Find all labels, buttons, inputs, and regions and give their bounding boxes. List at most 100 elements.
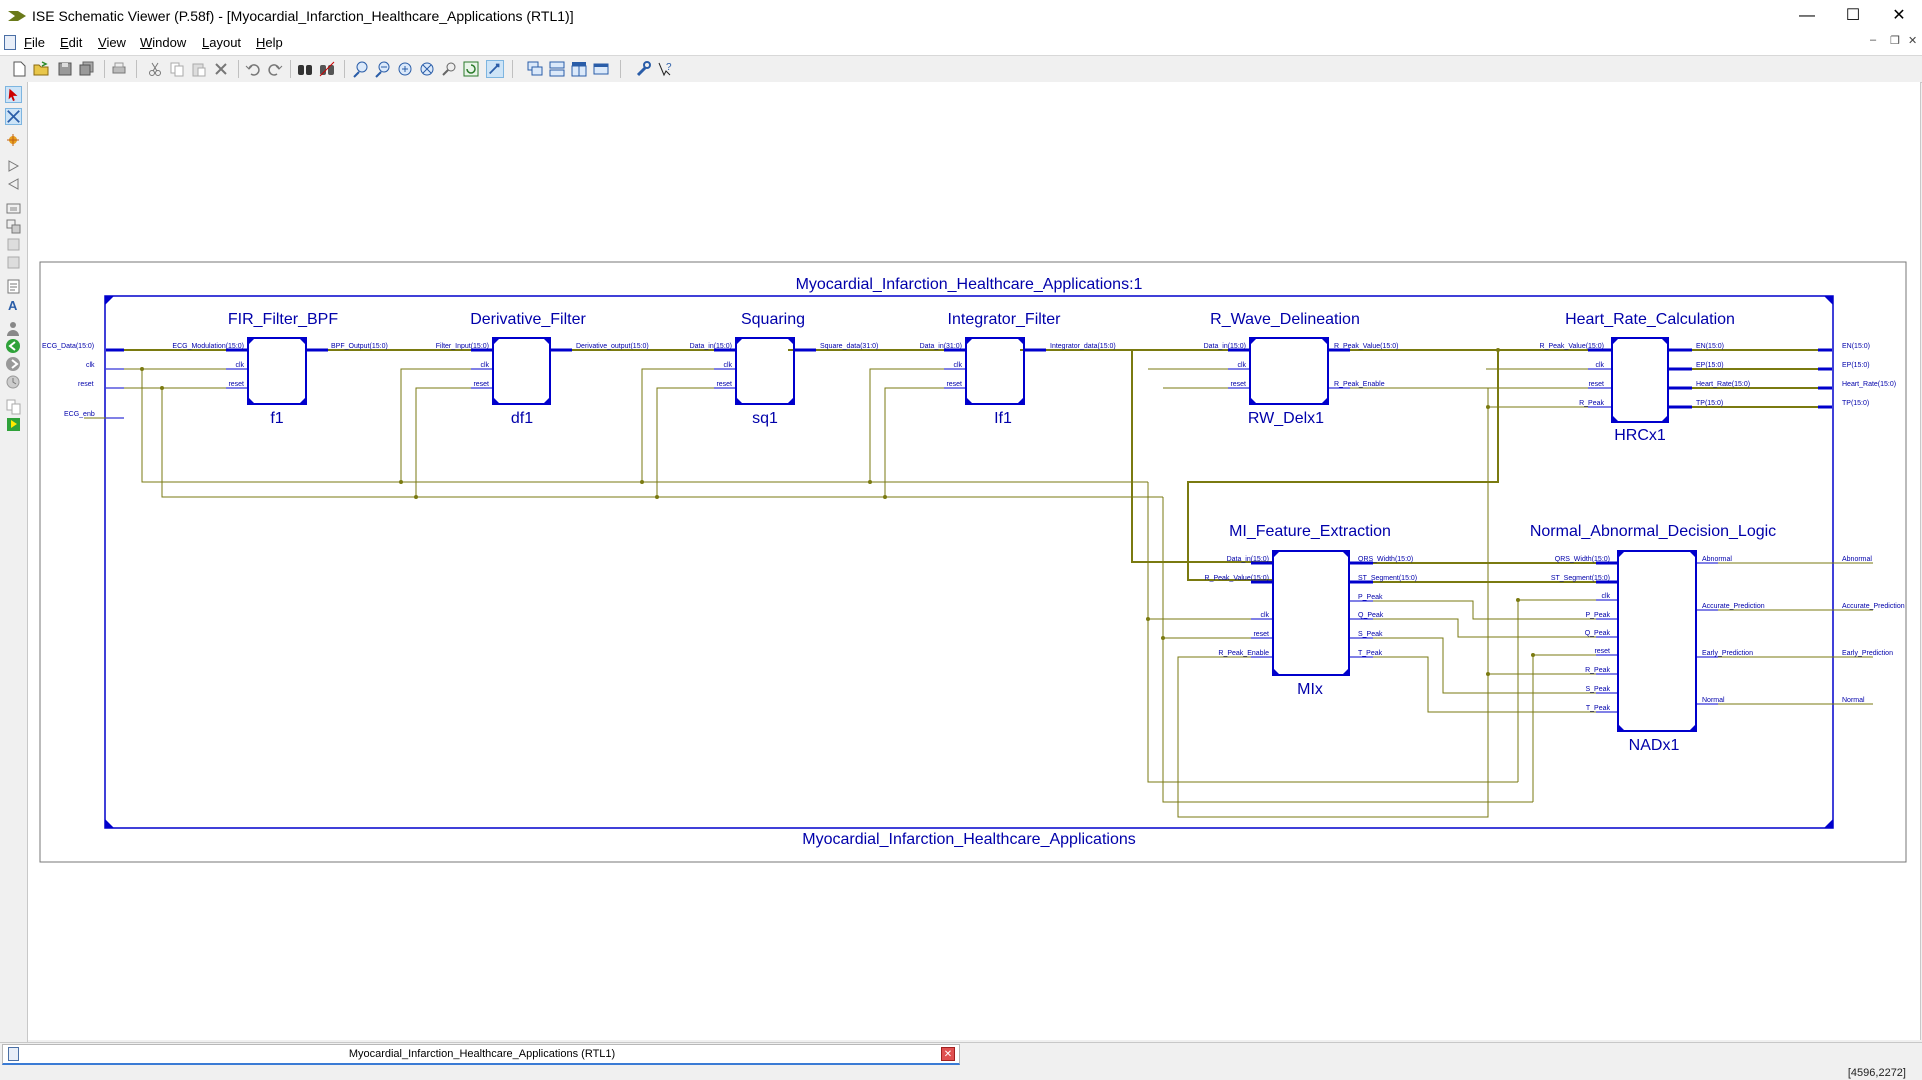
- pop-out-icon[interactable]: [5, 218, 22, 235]
- block-integrator-filter[interactable]: Integrator_Filter Data_in(31:0) clk rese…: [920, 311, 1116, 427]
- document-icon[interactable]: [4, 35, 16, 50]
- pin-label: EP(15:0): [1696, 362, 1724, 369]
- port-ecg-enb: ECG_enb: [64, 411, 95, 418]
- copy-icon[interactable]: [168, 60, 186, 78]
- find-icon[interactable]: [296, 60, 314, 78]
- block-derivative-filter[interactable]: Derivative_Filter Filter_Input(15:0) clk…: [436, 311, 649, 427]
- pointer-tool-icon: [489, 63, 500, 75]
- module-name: Myocardial_Infarction_Healthcare_Applica…: [802, 831, 1136, 848]
- back-green-icon[interactable]: [5, 338, 22, 355]
- open-folder-icon[interactable]: [32, 60, 50, 78]
- close-button[interactable]: ✕: [1892, 7, 1906, 24]
- print-icon[interactable]: [110, 60, 128, 78]
- block-normal-abnormal-decision-logic[interactable]: Normal_Abnormal_Decision_Logic QRS_Width…: [1530, 523, 1776, 754]
- zoom-in-icon[interactable]: [352, 60, 370, 78]
- instance-name: MIx: [1297, 681, 1323, 698]
- zoom-out-icon[interactable]: [374, 60, 392, 78]
- block-title: Derivative_Filter: [470, 311, 586, 328]
- forward-gray-icon[interactable]: [5, 356, 22, 373]
- main-toolbar: ?: [0, 55, 1922, 83]
- text-label-icon[interactable]: A: [5, 296, 22, 313]
- block-squaring[interactable]: Squaring Data_in(15:0) clk reset Square_…: [690, 311, 879, 427]
- add-text-icon[interactable]: [5, 278, 22, 295]
- arrange-windows-icon[interactable]: [592, 60, 610, 78]
- hide-icon[interactable]: [5, 236, 22, 253]
- port-ep: EP(15:0): [1842, 362, 1870, 369]
- block-r-wave-delineation[interactable]: R_Wave_Delineation Data_in(15:0) clk res…: [1204, 311, 1399, 427]
- find-next-icon[interactable]: [318, 60, 336, 78]
- menu-view[interactable]: View: [98, 35, 126, 50]
- copy-tool-icon[interactable]: [5, 398, 22, 415]
- push-into-icon[interactable]: [5, 200, 22, 217]
- pin-label: R_Peak_Enable: [1334, 381, 1385, 388]
- mdi-restore-button[interactable]: ❐: [1890, 35, 1900, 47]
- instance-name: NADx1: [1629, 737, 1680, 754]
- pin-label: Q_Peak: [1585, 630, 1611, 637]
- show-all-icon[interactable]: [5, 254, 22, 271]
- block-fir-filter-bpf[interactable]: FIR_Filter_BPF ECG_Modulation(15:0) clk …: [172, 311, 387, 427]
- history-icon[interactable]: [5, 374, 22, 391]
- user-icon[interactable]: [5, 320, 22, 337]
- settings-wrench-icon[interactable]: [634, 60, 652, 78]
- mdi-minimize-button[interactable]: –: [1870, 34, 1877, 46]
- add-wire-tool-button[interactable]: [5, 108, 22, 125]
- pin-label: Data_in(15:0): [690, 343, 732, 350]
- zoom-full-icon[interactable]: [418, 60, 436, 78]
- cascade-windows-icon[interactable]: [526, 60, 544, 78]
- pin-label: R_Peak_Value(15:0): [1334, 343, 1398, 350]
- delete-icon[interactable]: [212, 60, 230, 78]
- cut-icon[interactable]: [146, 60, 164, 78]
- block-heart-rate-calculation[interactable]: Heart_Rate_Calculation R_Peak_Value(15:0…: [1540, 311, 1751, 444]
- status-bar: [4596,2272]: [0, 1066, 1922, 1080]
- menu-help[interactable]: Help: [256, 35, 283, 50]
- tab-schematic-rtl1[interactable]: Myocardial_Infarction_Healthcare_Applica…: [2, 1044, 960, 1065]
- tile-vertical-icon[interactable]: [570, 60, 588, 78]
- paste-icon[interactable]: [190, 60, 208, 78]
- mdi-close-button[interactable]: ✕: [1908, 35, 1918, 47]
- pin-label: Accurate_Prediction: [1702, 603, 1765, 610]
- pin-label: R_Peak: [1585, 667, 1610, 674]
- save-icon[interactable]: [56, 60, 74, 78]
- minimize-button[interactable]: —: [1799, 7, 1815, 24]
- backward-trace-icon[interactable]: [5, 176, 22, 193]
- pin-label: P_Peak: [1358, 594, 1383, 601]
- run-green-icon[interactable]: [5, 416, 22, 433]
- pin-label: clk: [1260, 612, 1269, 619]
- save-all-icon[interactable]: [78, 60, 96, 78]
- undo-icon[interactable]: [244, 60, 262, 78]
- schematic-doc-icon: [8, 1047, 19, 1061]
- expand-tool-icon[interactable]: [5, 132, 22, 149]
- context-help-icon[interactable]: ?: [656, 60, 674, 78]
- pin-label: ST_Segment(15:0): [1358, 575, 1417, 582]
- new-file-icon[interactable]: [10, 60, 28, 78]
- zoom-to-selection-icon[interactable]: [440, 60, 458, 78]
- maximize-button[interactable]: ☐: [1845, 7, 1861, 24]
- block-title: Heart_Rate_Calculation: [1565, 311, 1735, 328]
- zoom-fit-icon[interactable]: [396, 60, 414, 78]
- pin-label: reset: [716, 381, 732, 388]
- selection-mode-button[interactable]: [486, 60, 504, 78]
- pin-label: Integrator_data(15:0): [1050, 343, 1116, 350]
- tab-close-icon[interactable]: ✕: [941, 1047, 955, 1061]
- menu-edit[interactable]: Edit: [60, 35, 83, 50]
- block-mi-feature-extraction[interactable]: MI_Feature_Extraction Data_in(15:0) R_Pe…: [1205, 523, 1418, 698]
- refresh-icon[interactable]: [462, 60, 480, 78]
- pin-label: reset: [473, 381, 489, 388]
- port-heart-rate: Heart_Rate(15:0): [1842, 381, 1896, 388]
- redo-icon[interactable]: [266, 60, 284, 78]
- schematic-canvas[interactable]: Myocardial_Infarction_Healthcare_Applica…: [28, 82, 1921, 1040]
- instance-name: HRCx1: [1614, 427, 1666, 444]
- menu-window[interactable]: Window: [140, 35, 187, 50]
- menu-layout[interactable]: Layout: [202, 35, 242, 50]
- select-tool-button[interactable]: [5, 86, 22, 103]
- forward-trace-icon[interactable]: [5, 158, 22, 175]
- port-abnormal: Abnormal: [1842, 556, 1872, 563]
- pin-label: Abnormal: [1702, 556, 1732, 563]
- tile-horizontal-icon[interactable]: [548, 60, 566, 78]
- pin-label: Early_Prediction: [1702, 650, 1753, 657]
- menu-file[interactable]: File: [24, 35, 45, 50]
- schematic-diagram[interactable]: Myocardial_Infarction_Healthcare_Applica…: [28, 82, 1920, 1040]
- pin-label: T_Peak: [1586, 705, 1611, 712]
- pin-label: ECG_Modulation(15:0): [172, 343, 244, 350]
- pin-label: R_Peak: [1579, 400, 1604, 407]
